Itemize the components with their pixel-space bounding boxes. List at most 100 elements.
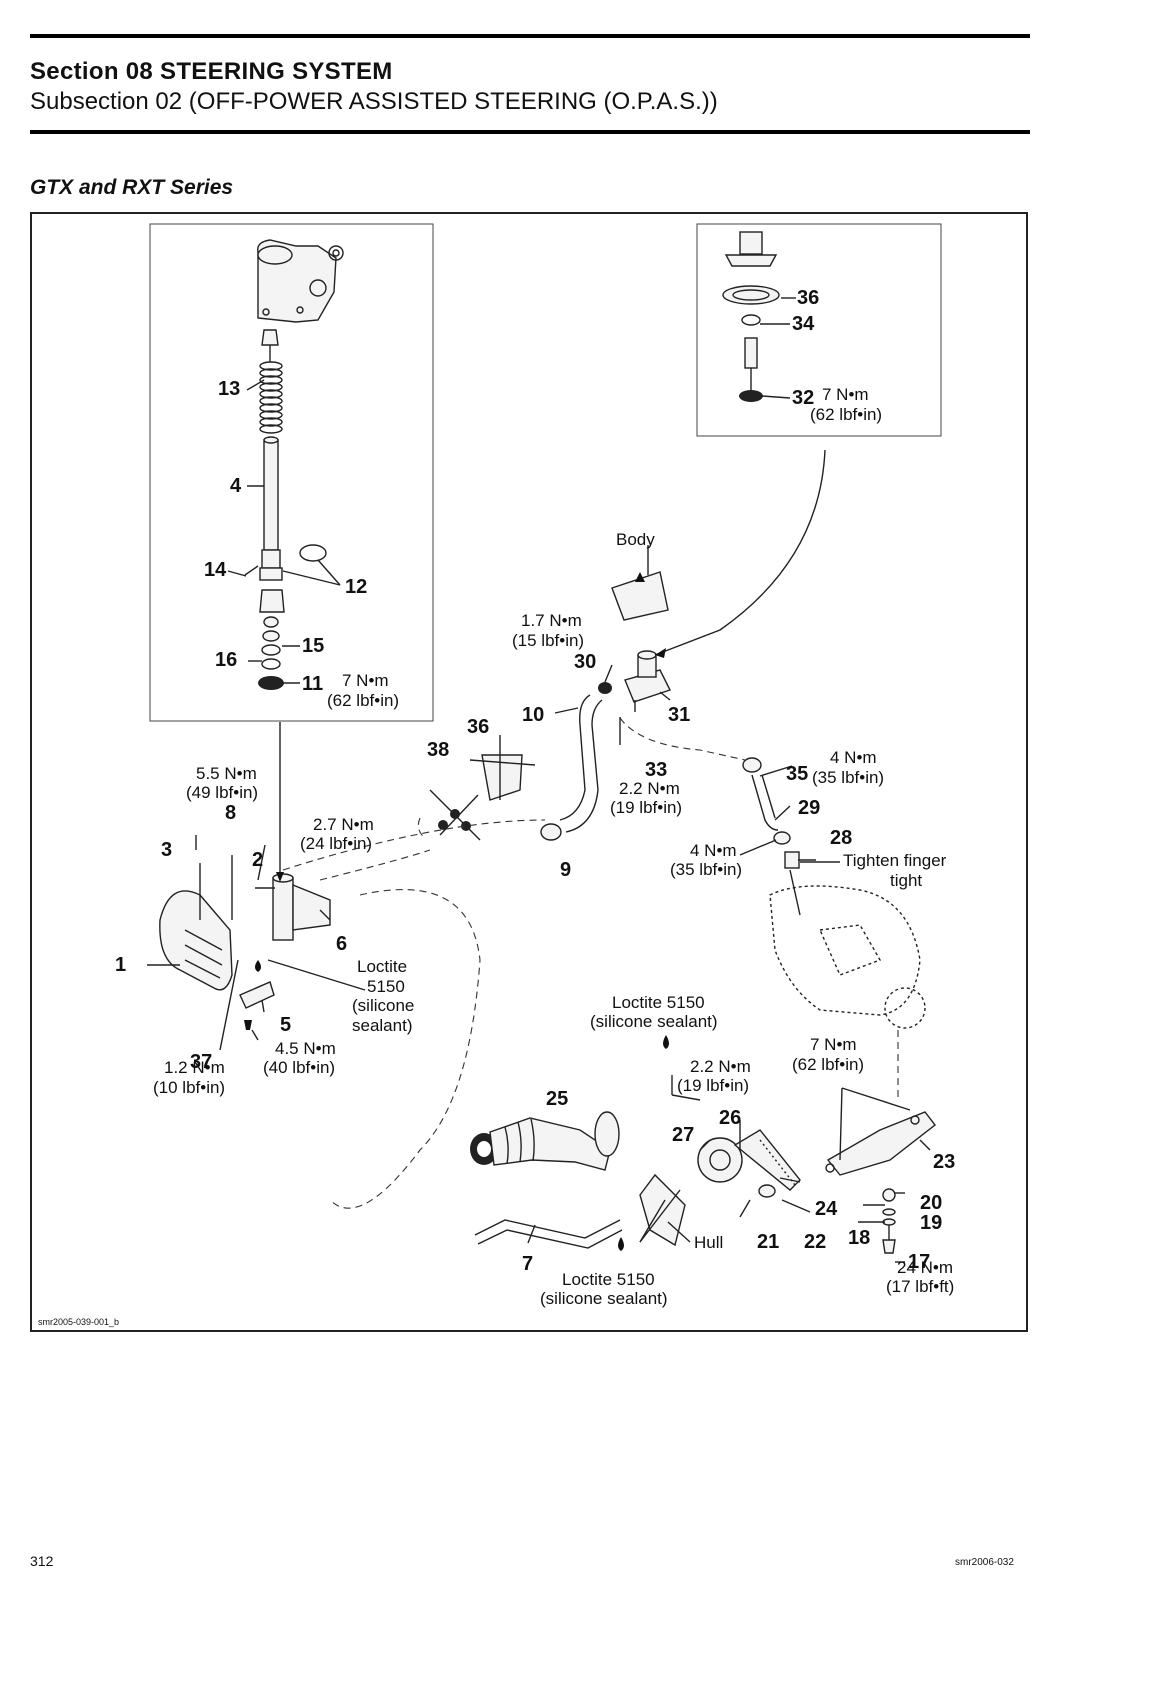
torque-26-metric: 2.2 N•m — [690, 1057, 751, 1076]
hose-29-drawing — [742, 757, 801, 916]
spring-coil — [259, 396, 283, 406]
loctite-drop-icon — [663, 1035, 669, 1049]
series-heading: GTX and RXT Series — [30, 176, 234, 199]
torque-35-imperial: (35 lbf•in) — [812, 768, 884, 787]
figure-frame — [30, 212, 1028, 1332]
leader-lines — [147, 297, 931, 1263]
spring-coil — [259, 389, 283, 399]
lever-housing-drawing — [199, 855, 331, 1030]
torque-17-imperial: (17 lbf•ft) — [886, 1277, 954, 1296]
loctite-mid-line-2: (silicone sealant) — [590, 1012, 718, 1031]
loctite-left-line-3: (silicone — [352, 996, 414, 1015]
torque-11-imperial: (62 lbf•in) — [327, 691, 399, 710]
loctite-left-line-4: sealant) — [352, 1016, 412, 1035]
lever-assembly-drawing — [697, 1111, 936, 1254]
spring-coil — [259, 375, 283, 385]
torque-9-imperial: (35 lbf•in) — [670, 860, 742, 879]
part-number-10: 10 — [522, 704, 544, 726]
top-rule — [30, 34, 1030, 38]
part-number-36: 36 — [797, 287, 819, 309]
part-number-35: 35 — [786, 763, 808, 785]
part-number-13: 13 — [218, 378, 240, 400]
section-title: Section 08 STEERING SYSTEM — [30, 58, 393, 85]
rod-7-drawing — [474, 1219, 623, 1249]
hose-10-drawing — [540, 694, 603, 841]
body-plate-drawing — [611, 571, 669, 621]
loctite-left-line-1: Loctite — [357, 957, 407, 976]
arrow-head — [655, 648, 666, 658]
spring-coil — [259, 417, 283, 427]
part-number-22: 22 — [804, 1231, 826, 1253]
nozzle-leader — [654, 449, 826, 656]
tighten-tight-label: tight — [890, 871, 922, 890]
part-number-26: 26 — [719, 1107, 741, 1129]
part-number-6: 6 — [336, 933, 347, 955]
spring-coil — [259, 368, 283, 378]
part-number-17: 17 — [908, 1251, 930, 1273]
part-number-36-cross: 36 — [467, 716, 489, 738]
spring-coil — [259, 403, 283, 413]
part-number-1: 1 — [115, 954, 126, 976]
duct-25-drawing — [470, 1111, 620, 1171]
plate-hull-drawing — [639, 1173, 686, 1247]
torque-30-metric: 1.7 N•m — [521, 611, 582, 630]
part-number-30: 30 — [574, 651, 596, 673]
part-number-19: 19 — [920, 1212, 942, 1234]
document-code: smr2006-032 — [955, 1557, 1014, 1568]
part-number-27: 27 — [672, 1124, 694, 1146]
part-number-29: 29 — [798, 797, 820, 819]
torque-8-imperial: (49 lbf•in) — [186, 783, 258, 802]
part-number-7: 7 — [522, 1253, 533, 1275]
bracket-1-drawing — [159, 890, 233, 991]
body-label: Body — [616, 530, 655, 549]
fitting-31-drawing — [598, 650, 671, 745]
part-number-38: 38 — [427, 739, 449, 761]
cable-loop-path — [329, 889, 481, 1209]
spring-coil — [259, 424, 283, 434]
loctite-bottom-line-1: Loctite 5150 — [562, 1270, 655, 1289]
nozzle-inset — [696, 223, 942, 437]
part-number-14: 14 — [204, 559, 227, 581]
part-number-3: 3 — [161, 839, 172, 861]
torque-37-metric: 1.2 N•m — [164, 1058, 225, 1077]
subsection-title: Subsection 02 (OFF-POWER ASSISTED STEERI… — [30, 88, 718, 115]
arrow-head — [276, 872, 284, 882]
part-number-25: 25 — [546, 1088, 568, 1110]
loctite-mid-line-1: Loctite 5150 — [612, 993, 705, 1012]
part-number-37: 37 — [190, 1051, 212, 1073]
figure-code: smr2005-039-001_b — [38, 1317, 119, 1327]
torque-33-metric: 2.2 N•m — [619, 779, 680, 798]
torque-2-imperial: (24 lbf•in) — [300, 834, 372, 853]
nozzle-drawing — [722, 231, 780, 402]
part-number-21: 21 — [757, 1231, 779, 1253]
part-number-24: 24 — [815, 1198, 838, 1220]
loctite-left-line-2: 5150 — [367, 977, 405, 996]
cable-cross-drawing — [429, 735, 536, 841]
header-bottom-rule — [30, 130, 1030, 134]
torque-5-imperial: (40 lbf•in) — [263, 1058, 335, 1077]
part-number-33: 33 — [645, 759, 667, 781]
torque-2-metric: 2.7 N•m — [313, 815, 374, 834]
spring-shaft-drawing — [244, 329, 327, 690]
page-number: 312 — [30, 1553, 54, 1569]
loctite-bottom-line-2: (silicone sealant) — [540, 1289, 668, 1308]
part-number-31: 31 — [668, 704, 690, 726]
part-number-4: 4 — [230, 475, 242, 497]
column-housing-drawing — [257, 239, 344, 323]
part-number-34: 34 — [792, 313, 815, 335]
torque-32-metric: 7 N•m — [822, 385, 869, 404]
cable-path — [282, 819, 546, 871]
torque-11-metric: 7 N•m — [342, 671, 389, 690]
tighten-finger-label: Tighten finger — [843, 851, 947, 870]
torque-9-metric: 4 N•m — [690, 841, 737, 860]
part-number-18: 18 — [848, 1227, 870, 1249]
torque-23-metric: 7 N•m — [810, 1035, 857, 1054]
part-number-15: 15 — [302, 635, 324, 657]
hull-label: Hull — [694, 1233, 723, 1252]
part-number-16: 16 — [215, 649, 237, 671]
spring-coil — [259, 410, 283, 420]
torque-17-metric: 24 N•m — [897, 1258, 953, 1277]
part-number-11: 11 — [302, 673, 323, 695]
part-number-20: 20 — [920, 1192, 942, 1214]
